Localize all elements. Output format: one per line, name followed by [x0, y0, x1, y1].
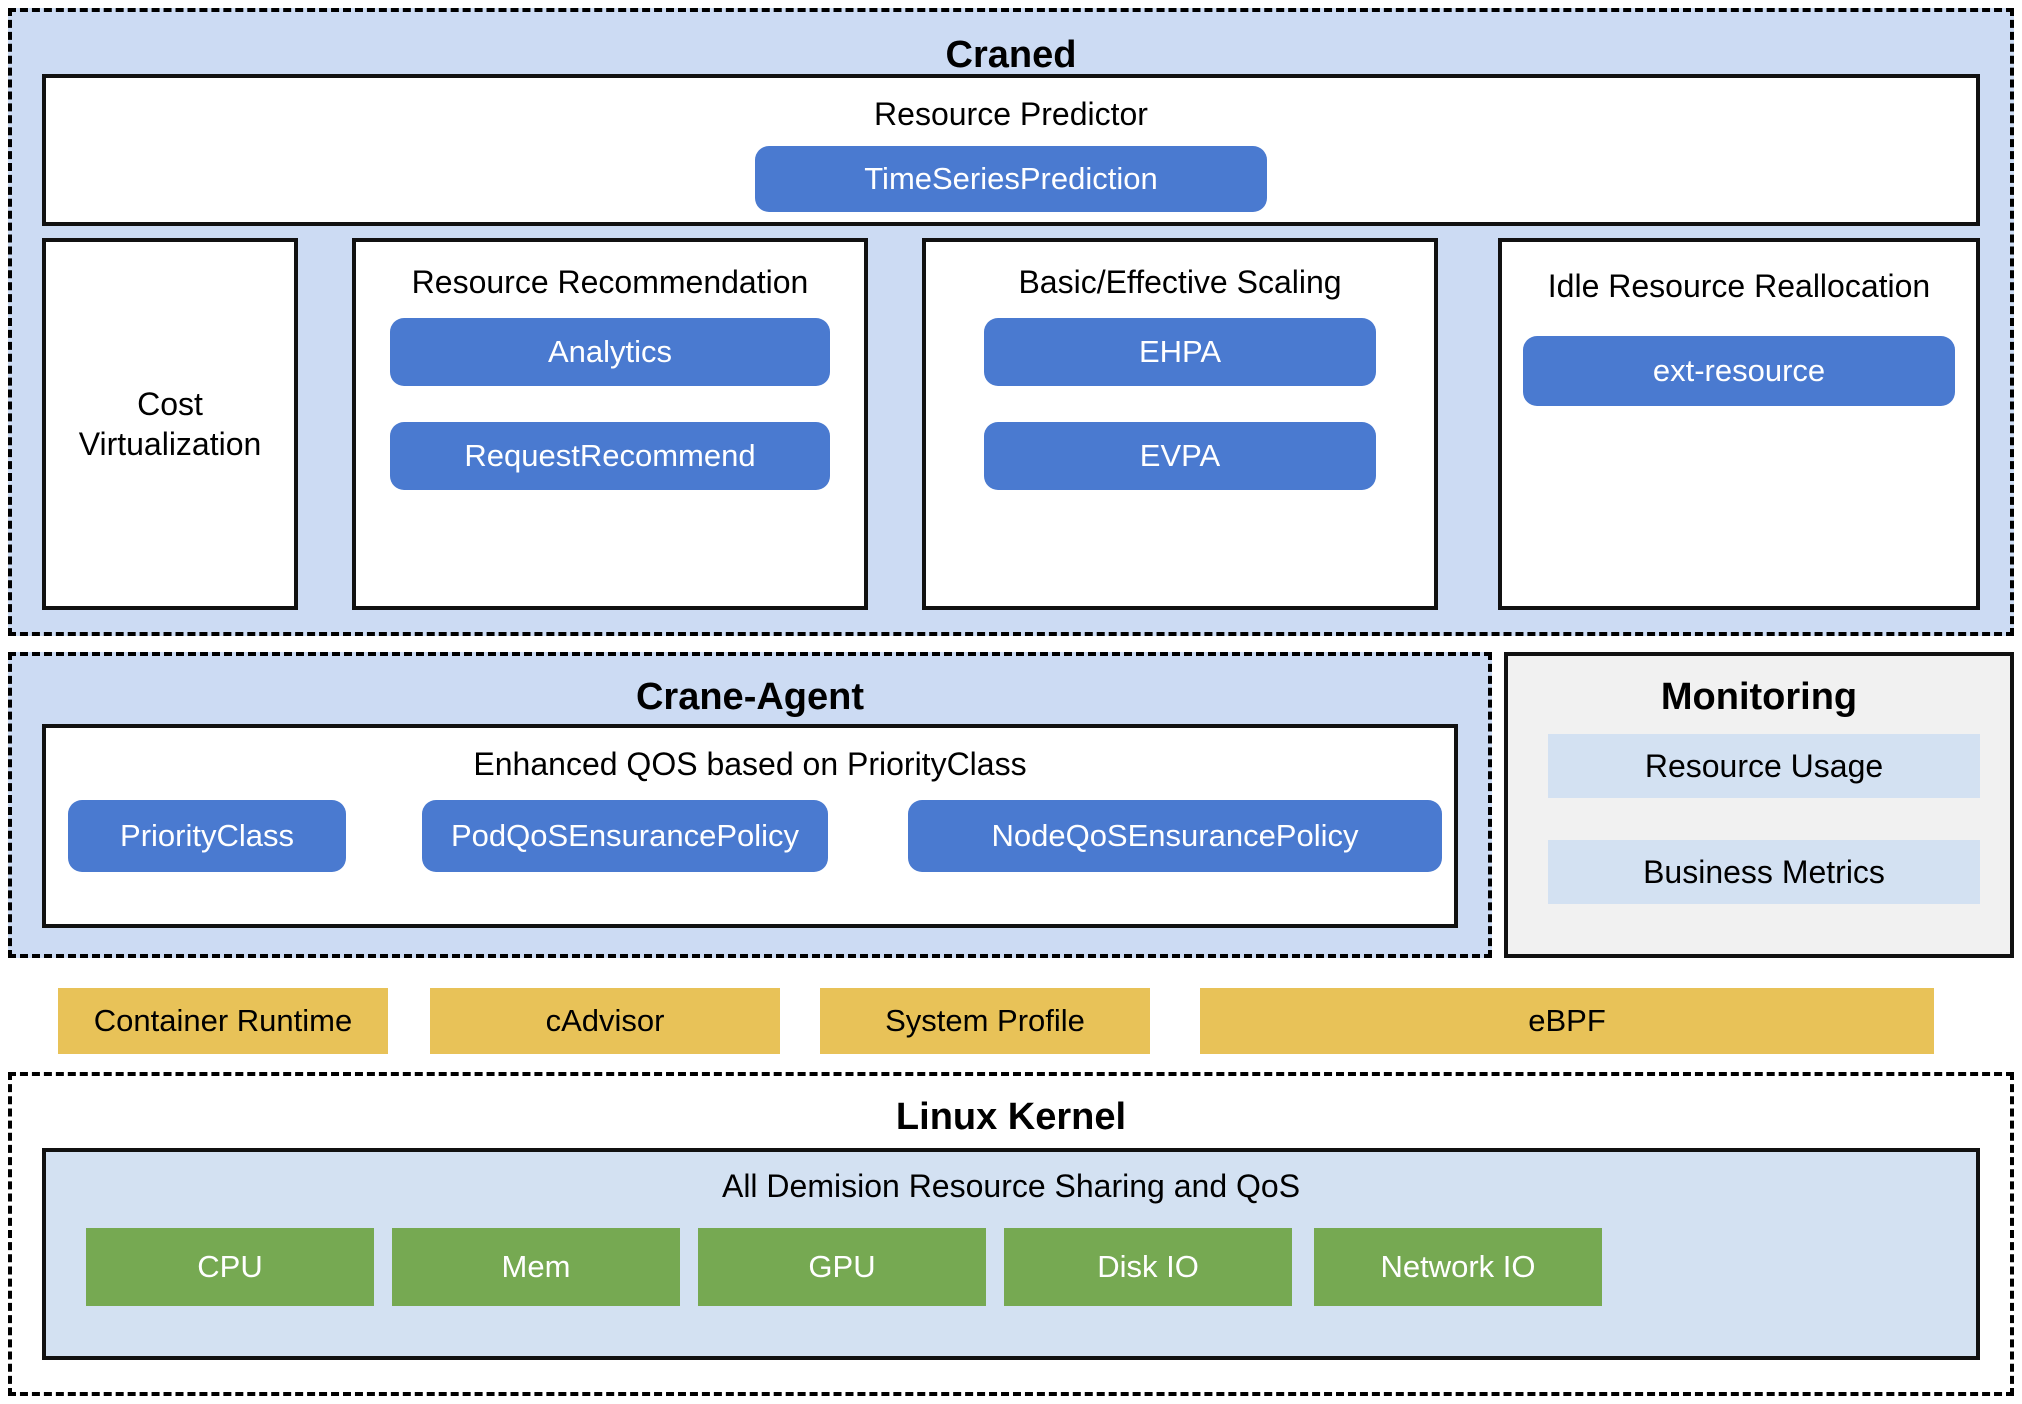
idle-reallocation-title: Idle Resource Reallocation: [1547, 268, 1931, 304]
monitoring-item-resource-usage[interactable]: Resource Usage: [1548, 734, 1980, 798]
cost-virtualization-box: Cost Virtualization: [42, 238, 298, 610]
monitoring-item-business-metrics[interactable]: Business Metrics: [1548, 840, 1980, 904]
middleware-cadvisor[interactable]: cAdvisor: [430, 988, 780, 1054]
middleware-system-profile[interactable]: System Profile: [820, 988, 1150, 1054]
craned-panel: Craned Resource Predictor TimeSeriesPred…: [8, 8, 2014, 636]
enhanced-qos-title: Enhanced QOS based on PriorityClass: [473, 746, 1027, 782]
nodeqosensurancepolicy-pill[interactable]: NodeQoSEnsurancePolicy: [908, 800, 1442, 872]
middleware-ebpf[interactable]: eBPF: [1200, 988, 1934, 1054]
resource-sharing-title: All Demision Resource Sharing and QoS: [721, 1168, 1301, 1204]
requestrecommend-pill[interactable]: RequestRecommend: [390, 422, 830, 490]
kernel-resource-disk-io[interactable]: Disk IO: [1004, 1228, 1292, 1306]
evpa-pill[interactable]: EVPA: [984, 422, 1376, 490]
idle-reallocation-box: Idle Resource Reallocation ext-resource: [1498, 238, 1980, 610]
analytics-pill[interactable]: Analytics: [390, 318, 830, 386]
ext-resource-pill[interactable]: ext-resource: [1523, 336, 1955, 406]
resource-predictor-box: Resource Predictor TimeSeriesPrediction: [42, 74, 1980, 226]
resource-sharing-box: All Demision Resource Sharing and QoS CP…: [42, 1148, 1980, 1360]
resource-predictor-title: Resource Predictor: [874, 96, 1148, 132]
craned-title: Craned: [945, 34, 1077, 76]
cost-virtualization-label: Cost Virtualization: [46, 384, 294, 464]
middleware-container-runtime[interactable]: Container Runtime: [58, 988, 388, 1054]
kernel-resource-mem[interactable]: Mem: [392, 1228, 680, 1306]
linux-kernel-title: Linux Kernel: [895, 1096, 1127, 1138]
monitoring-panel: Monitoring Resource Usage Business Metri…: [1504, 652, 2014, 958]
podqosensurancepolicy-pill[interactable]: PodQoSEnsurancePolicy: [422, 800, 828, 872]
timeseriesprediction-pill[interactable]: TimeSeriesPrediction: [755, 146, 1267, 212]
monitoring-title: Monitoring: [1660, 676, 1858, 718]
priorityclass-pill[interactable]: PriorityClass: [68, 800, 346, 872]
resource-recommendation-box: Resource Recommendation Analytics Reques…: [352, 238, 868, 610]
scaling-box: Basic/Effective Scaling EHPA EVPA: [922, 238, 1438, 610]
crane-agent-panel: Crane-Agent Enhanced QOS based on Priori…: [8, 652, 1492, 958]
kernel-resource-gpu[interactable]: GPU: [698, 1228, 986, 1306]
kernel-resource-network-io[interactable]: Network IO: [1314, 1228, 1602, 1306]
cost-virtualization-line1: Cost: [137, 386, 203, 422]
kernel-resource-cpu[interactable]: CPU: [86, 1228, 374, 1306]
ehpa-pill[interactable]: EHPA: [984, 318, 1376, 386]
resource-recommendation-title: Resource Recommendation: [411, 264, 809, 300]
crane-agent-title: Crane-Agent: [635, 676, 865, 718]
cost-virtualization-line2: Virtualization: [78, 426, 262, 462]
scaling-title: Basic/Effective Scaling: [1018, 264, 1342, 300]
linux-kernel-panel: Linux Kernel All Demision Resource Shari…: [8, 1072, 2014, 1396]
enhanced-qos-box: Enhanced QOS based on PriorityClass Prio…: [42, 724, 1458, 928]
